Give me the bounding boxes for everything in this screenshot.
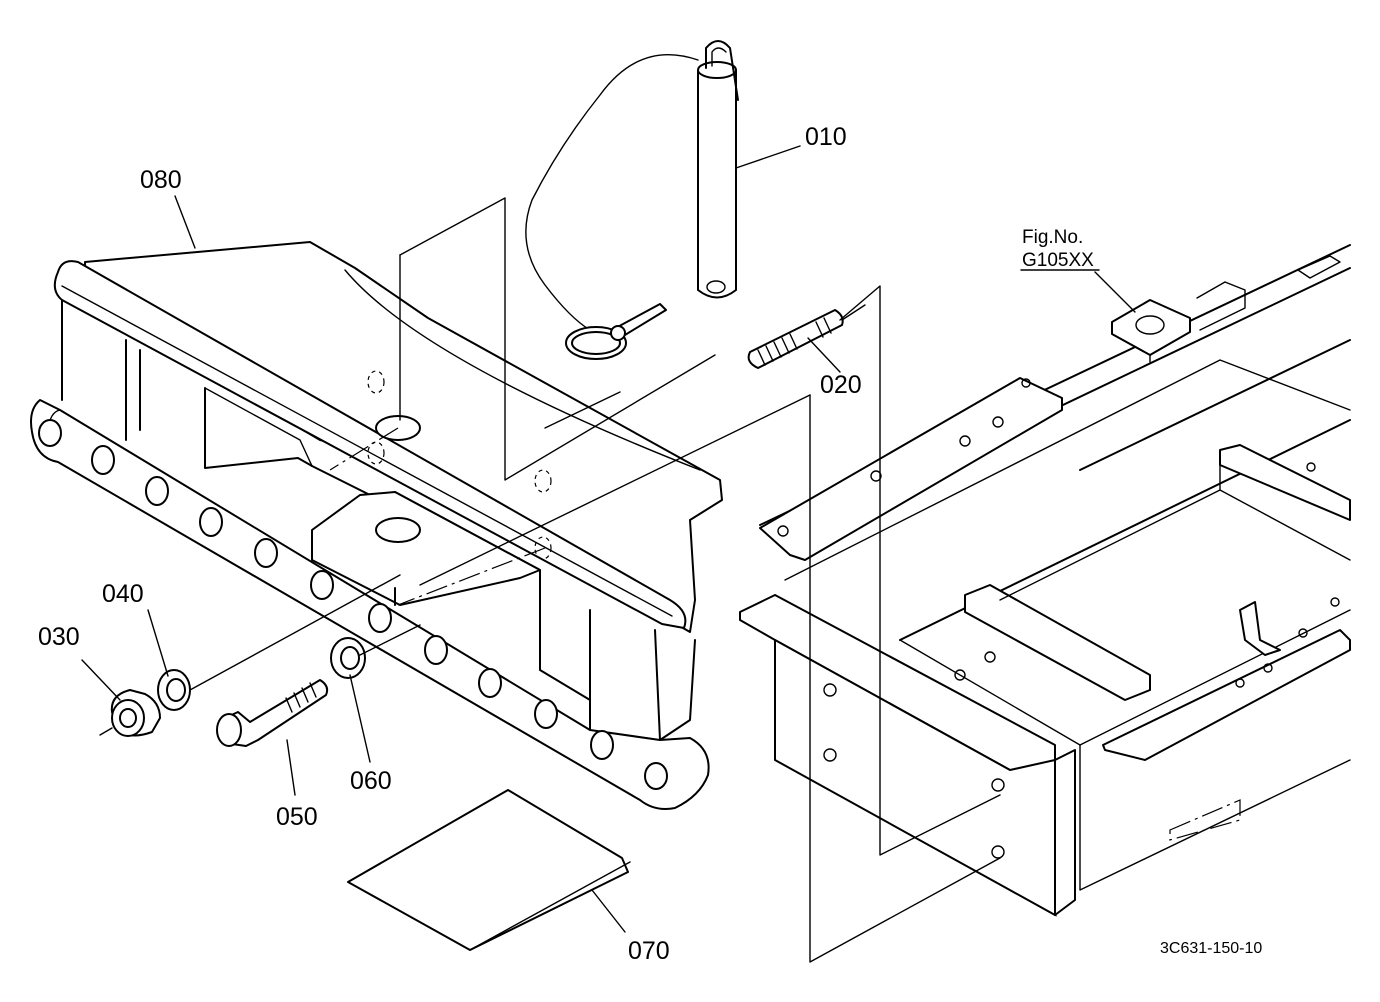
part-050-bolt — [216, 679, 329, 747]
figure-reference: Fig.No. G105XX — [1022, 227, 1094, 271]
label-020: 020 — [820, 371, 862, 399]
alignment-lines — [99, 197, 1001, 963]
label-030: 030 — [38, 623, 80, 651]
fig-ref-line2: G105XX — [1022, 250, 1094, 271]
part-070-sheet — [347, 789, 631, 951]
fig-ref-line1: Fig.No. — [1022, 227, 1083, 248]
part-030-nut — [110, 689, 161, 737]
part-020-stud — [747, 309, 844, 369]
part-labels: 080 010 020 040 030 050 060 070 — [38, 123, 862, 965]
leader-lines — [81, 145, 1136, 933]
label-050: 050 — [276, 803, 318, 831]
label-040: 040 — [102, 580, 144, 608]
drawing-code: 3C631-150-10 — [1160, 940, 1262, 957]
label-080: 080 — [140, 166, 182, 194]
label-060: 060 — [350, 767, 392, 795]
part-080-frame — [30, 241, 723, 810]
part-010-pin — [525, 40, 739, 360]
part-060-washer — [330, 637, 366, 679]
chassis-assembly — [739, 244, 1351, 919]
label-010: 010 — [805, 123, 847, 151]
part-040-washer — [157, 669, 191, 711]
label-070: 070 — [628, 937, 670, 965]
